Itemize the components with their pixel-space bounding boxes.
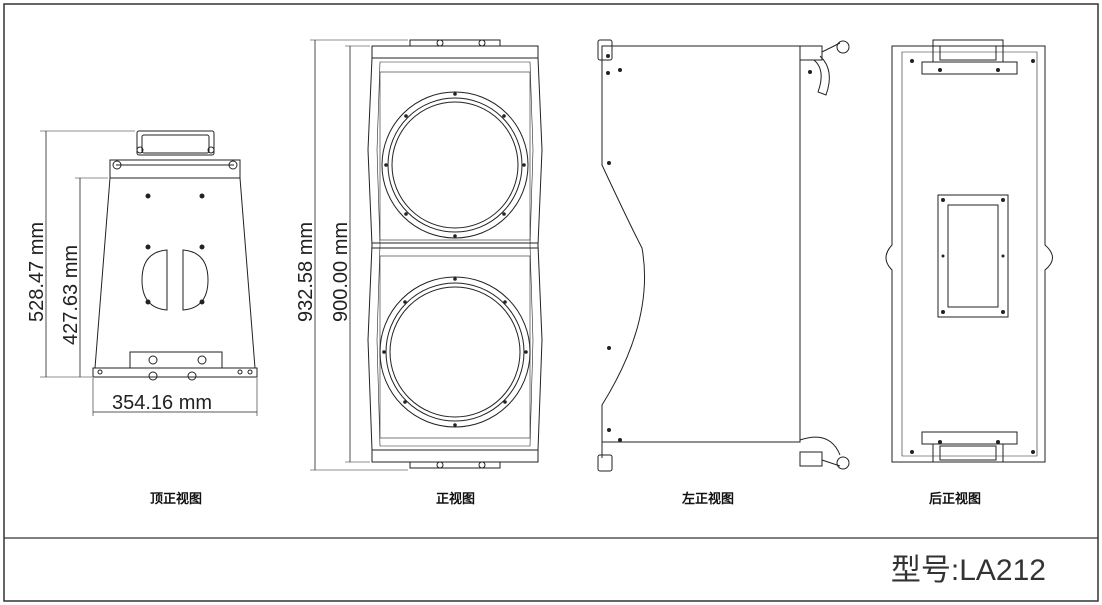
left-view-body xyxy=(601,45,801,443)
back-screws xyxy=(910,59,1035,454)
front-view xyxy=(310,39,543,471)
model-label: 型号:LA212 xyxy=(891,554,1046,587)
left-view xyxy=(597,39,850,472)
dim-top-height-inner: 427.63 mm xyxy=(60,245,82,345)
front-woofer-upper xyxy=(381,91,529,239)
left-screws xyxy=(606,54,812,442)
sheet-border xyxy=(3,3,1099,602)
dim-front-height-outer: 932.58 mm xyxy=(295,222,317,322)
top-view xyxy=(40,130,258,416)
back-view-connector-plate xyxy=(937,194,1009,318)
front-view-body xyxy=(367,57,543,451)
back-view-handle-bottom xyxy=(932,443,1004,463)
dim-top-height-outer: 528.47 mm xyxy=(26,222,48,322)
back-view-body xyxy=(885,45,1053,463)
top-view-body xyxy=(94,177,256,369)
top-view-grip-right xyxy=(182,249,209,311)
back-view xyxy=(885,39,1053,463)
caption-front-view: 正视图 xyxy=(436,491,475,507)
left-view-hook-top xyxy=(813,55,830,96)
left-view-hook-bottom xyxy=(799,436,841,456)
dim-top-width: 354.16 mm xyxy=(112,392,212,414)
caption-back-view: 后正视图 xyxy=(929,491,981,507)
top-view-grip-left xyxy=(141,249,168,311)
dim-front-height-inner: 900.00 mm xyxy=(330,222,352,322)
caption-top-view: 顶正视图 xyxy=(150,491,202,507)
top-view-handle xyxy=(136,130,215,156)
front-screws xyxy=(382,92,528,427)
caption-left-view: 左正视图 xyxy=(682,491,734,507)
front-woofer-lower xyxy=(379,276,531,428)
back-view-handle-top xyxy=(932,39,1004,63)
